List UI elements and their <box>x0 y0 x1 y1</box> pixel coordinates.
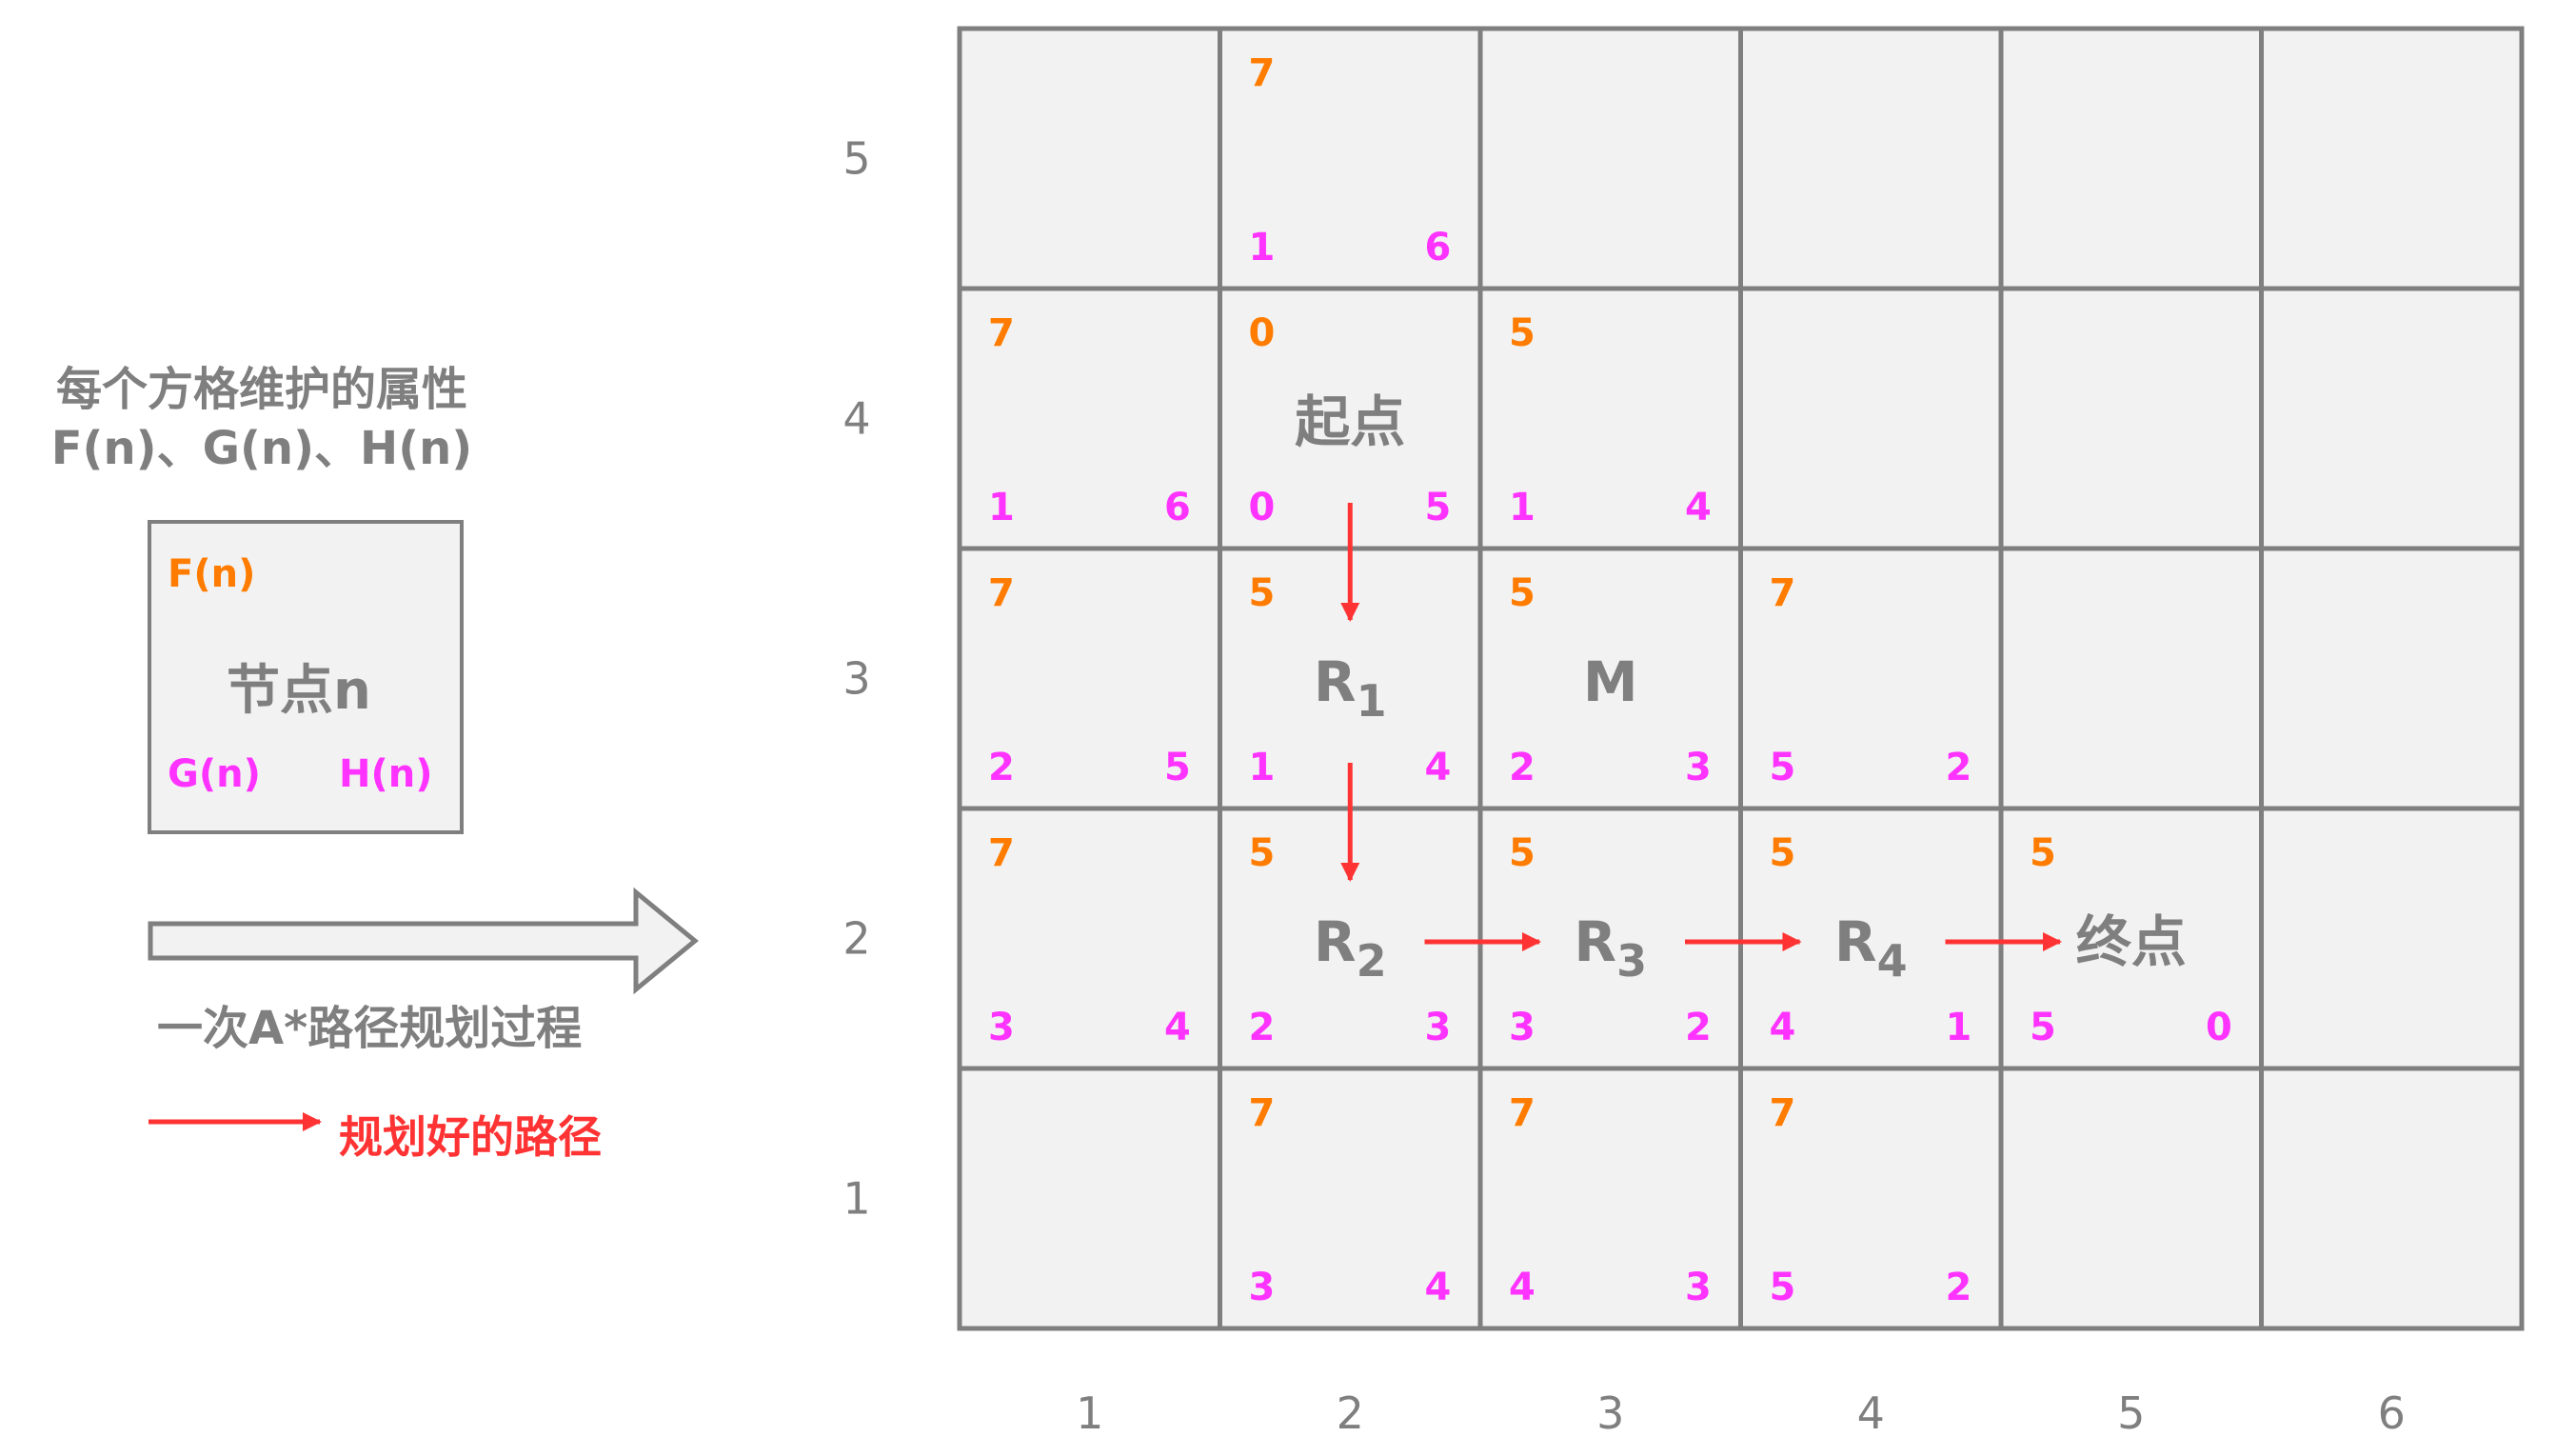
grid-cell <box>2259 286 2525 551</box>
grid-cell <box>1998 286 2264 551</box>
legend-node-name: 节点n <box>227 660 371 722</box>
f-value: 5 <box>1249 831 1276 875</box>
cell-label: R2 <box>1314 909 1387 987</box>
x-axis-tick-label: 5 <box>2117 1387 2145 1437</box>
grid-cell <box>1738 1066 2004 1331</box>
y-axis-tick-label: 5 <box>842 133 870 185</box>
grid-cell <box>2259 806 2525 1071</box>
h-value: 5 <box>1425 486 1452 529</box>
grid-cell <box>957 806 1222 1071</box>
cell-label: 终点 <box>2076 909 2187 974</box>
y-axis-tick-label: 2 <box>842 913 870 965</box>
h-value: 2 <box>1946 746 1972 789</box>
f-value: 7 <box>1770 1091 1796 1135</box>
h-value: 5 <box>1164 746 1191 789</box>
f-value: 7 <box>1509 1091 1536 1135</box>
grid-cell <box>1998 546 2264 811</box>
h-value: 4 <box>1164 1006 1191 1049</box>
cell-label: 起点 <box>1295 389 1405 454</box>
g-value: 2 <box>1249 1006 1276 1049</box>
h-value: 1 <box>1946 1006 1972 1049</box>
legend-title: 每个方格维护的属性 F(n)、G(n)、H(n) <box>38 360 485 478</box>
f-value: 5 <box>1770 831 1796 875</box>
cell-label: R1 <box>1314 649 1387 727</box>
f-value: 5 <box>2030 831 2056 875</box>
h-value: 2 <box>1946 1266 1972 1309</box>
x-axis-tick-label: 4 <box>1857 1387 1885 1437</box>
cell-label: R3 <box>1574 909 1647 987</box>
grid-cell <box>957 546 1222 811</box>
h-value: 6 <box>1425 226 1452 269</box>
legend-g-label: G(n) <box>168 752 261 796</box>
cell-label: M <box>1583 649 1638 714</box>
g-value: 2 <box>988 746 1015 789</box>
g-value: 5 <box>1770 746 1796 789</box>
f-value: 7 <box>988 571 1015 615</box>
grid-cell <box>1477 26 1743 291</box>
g-value: 1 <box>988 486 1015 529</box>
g-value: 3 <box>1249 1266 1276 1309</box>
g-value: 0 <box>1249 486 1276 529</box>
g-value: 1 <box>1509 486 1536 529</box>
legend-title-line2: F(n)、G(n)、H(n) <box>50 422 473 475</box>
grid-cell <box>1998 26 2264 291</box>
g-value: 5 <box>1770 1266 1796 1309</box>
grid-cell <box>1998 1066 2264 1331</box>
h-value: 6 <box>1164 486 1191 529</box>
g-value: 4 <box>1509 1266 1536 1309</box>
grid-cell <box>1477 546 1743 811</box>
f-value: 5 <box>1509 311 1536 355</box>
h-value: 4 <box>1425 1266 1452 1309</box>
y-axis-tick-label: 3 <box>842 653 870 705</box>
cell-label: R4 <box>1834 909 1908 987</box>
grid-cell <box>1218 26 1483 291</box>
f-value: 7 <box>1249 51 1276 95</box>
grid-cell <box>1477 286 1743 551</box>
f-value: 7 <box>1770 571 1796 615</box>
y-axis-tick-label: 4 <box>842 393 870 445</box>
g-value: 5 <box>2030 1006 2056 1049</box>
f-value: 7 <box>1249 1091 1276 1135</box>
h-value: 3 <box>1425 1006 1452 1049</box>
g-value: 2 <box>1509 746 1536 789</box>
legend-node-box <box>148 520 464 834</box>
h-value: 2 <box>1685 1006 1712 1049</box>
y-axis-tick-label: 1 <box>842 1173 870 1225</box>
grid-cell <box>2259 26 2525 291</box>
grid-cell <box>1477 1066 1743 1331</box>
h-value: 3 <box>1685 1266 1712 1309</box>
h-value: 4 <box>1685 486 1712 529</box>
g-value: 4 <box>1770 1006 1796 1049</box>
legend-h-label: H(n) <box>339 752 433 796</box>
grid-cell <box>957 1066 1222 1331</box>
f-value: 7 <box>988 311 1015 355</box>
process-label: 一次A*路径规划过程 <box>157 1002 583 1055</box>
f-value: 5 <box>1249 571 1276 615</box>
x-axis-tick-label: 3 <box>1596 1387 1624 1437</box>
x-axis-tick-label: 2 <box>1337 1387 1364 1437</box>
h-value: 4 <box>1425 746 1452 789</box>
g-value: 3 <box>988 1006 1015 1049</box>
f-value: 0 <box>1249 311 1276 355</box>
g-value: 3 <box>1509 1006 1536 1049</box>
f-value: 5 <box>1509 571 1536 615</box>
x-axis-tick-label: 1 <box>1076 1387 1103 1437</box>
grid-cell <box>957 26 1222 291</box>
grid-cell <box>2259 1066 2525 1331</box>
grid-cell <box>1738 286 2004 551</box>
h-value: 0 <box>2206 1006 2232 1049</box>
h-value: 3 <box>1685 746 1712 789</box>
grid-cell <box>2259 546 2525 811</box>
path-legend-label: 规划好的路径 <box>339 1111 602 1163</box>
legend-f-label: F(n) <box>168 552 256 596</box>
process-arrow-icon <box>148 887 699 995</box>
grid-cell <box>1738 26 2004 291</box>
g-value: 1 <box>1249 226 1276 269</box>
f-value: 7 <box>988 831 1015 875</box>
x-axis-tick-label: 6 <box>2378 1387 2406 1437</box>
legend-title-line1: 每个方格维护的属性 <box>55 363 467 416</box>
g-value: 1 <box>1249 746 1276 789</box>
f-value: 5 <box>1509 831 1536 875</box>
